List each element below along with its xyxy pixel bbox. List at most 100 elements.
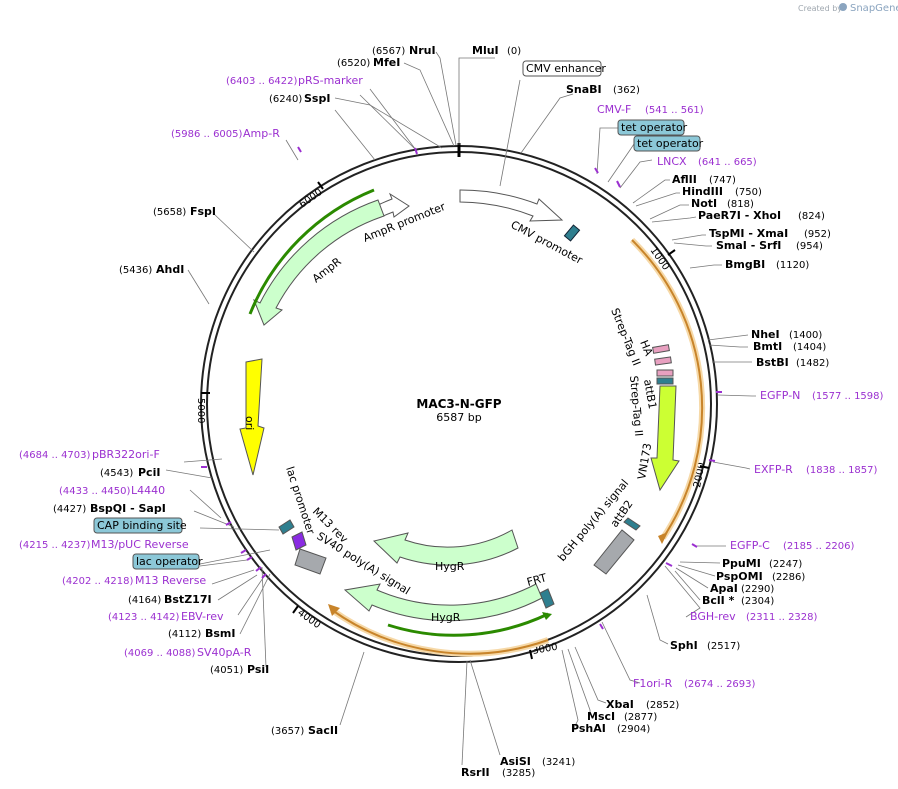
attb1-box — [656, 377, 674, 385]
credit-brand: SnapGene — [850, 3, 898, 14]
enzyme-name: SnaBI — [566, 83, 602, 96]
enzyme-name: ApaI — [710, 582, 738, 595]
primer-name: EXFP-R — [754, 463, 793, 476]
primer-name: F1ori-R — [633, 677, 673, 690]
orf-arrowhead-bottom — [328, 604, 340, 616]
enzyme-pos: (5436) — [119, 265, 152, 276]
primer-range: (5986 .. 6005) — [171, 129, 243, 140]
enzyme-name: MfeI — [373, 56, 400, 69]
lac-operator-label: lac operator — [136, 555, 203, 568]
enzyme-pos: (2877) — [624, 712, 657, 723]
enzyme-pos: (1482) — [796, 358, 829, 369]
strep-tag-label-2: Strep-Tag II — [627, 375, 645, 437]
vn173-label: VN173 — [635, 442, 654, 480]
lac-operator-box — [291, 531, 307, 551]
primer-range: (4433 .. 4450) — [59, 486, 131, 497]
primer-range: (541 .. 561) — [645, 105, 704, 116]
enzyme-pos: (954) — [796, 241, 823, 252]
hygr-label-1: HygR — [435, 560, 465, 573]
enzyme-name: NheI — [751, 328, 780, 341]
primer-range: (641 .. 665) — [698, 157, 757, 168]
enzyme-pos: (750) — [735, 187, 762, 198]
ruler-ticks — [201, 181, 710, 660]
enzyme-name: FspI — [190, 205, 216, 218]
enzyme-name: BmtI — [753, 340, 782, 353]
enzyme-name: TspMI - XmaI — [709, 227, 788, 240]
ori-label: ori — [243, 416, 256, 430]
primer-range: (2311 .. 2328) — [746, 612, 818, 623]
enzyme-name: AhdI — [156, 263, 184, 276]
primer-name: EBV-rev — [181, 610, 224, 623]
enzyme-name: BstBI — [756, 356, 789, 369]
enzyme-pos: (818) — [727, 199, 754, 210]
lac-operator-box-label — [132, 553, 200, 570]
primer-name: SV40pA-R — [197, 646, 252, 659]
enzyme-name: BsmI — [205, 627, 236, 640]
ampr-label: AmpR — [310, 255, 344, 286]
cmv-enhancer-label: CMV enhancer — [526, 62, 606, 75]
cmv-enhancer-box — [522, 60, 602, 77]
frt-box — [539, 588, 555, 609]
primer-range: (2185 .. 2206) — [783, 541, 855, 552]
bgh-box — [593, 529, 635, 575]
ori-arrow — [239, 358, 265, 476]
enzyme-pos: (1404) — [793, 342, 826, 353]
enzyme-pos: (824) — [798, 211, 825, 222]
hygr-orf-arrowhead — [542, 612, 552, 620]
enzyme-name: PpuMI — [722, 557, 761, 570]
enzyme-name: SacII — [308, 724, 338, 737]
enzyme-name: BstZ17I — [164, 593, 212, 606]
enzyme-name: MluI — [472, 44, 499, 57]
enzyme-pos: (3241) — [542, 757, 575, 768]
cmv-promoter-arrow — [459, 189, 564, 222]
primer-name: EGFP-C — [730, 539, 770, 552]
primer-range: (6403 .. 6422) — [226, 76, 298, 87]
enzyme-pos: (362) — [613, 85, 640, 96]
ha-box — [654, 356, 672, 366]
tick-mark-4000 — [292, 605, 299, 614]
connector-lines — [165, 51, 756, 766]
enzyme-name: AsiSI — [500, 755, 531, 768]
primer-range: (2674 .. 2693) — [684, 679, 756, 690]
tick-label-4000: 4000 — [295, 607, 322, 631]
tet-operator-box-1 — [617, 119, 685, 136]
tet-operator-box-2 — [633, 135, 701, 152]
cap-binding-site-label: CAP binding site — [97, 519, 187, 532]
orf-line-bottom — [331, 609, 549, 655]
snapgene-logo-icon — [839, 3, 847, 11]
enzyme-pos: (2286) — [772, 572, 805, 583]
enzyme-name: AflII — [672, 173, 697, 186]
enzyme-name: BmgBI — [725, 258, 765, 271]
enzyme-pos: (2904) — [617, 724, 650, 735]
strep-tag-box — [652, 344, 670, 354]
attb1-label: attB1 — [641, 378, 659, 410]
tick-mark-1000 — [667, 249, 676, 256]
orf-arrowhead — [658, 532, 668, 544]
enzyme-pos: (4051) — [210, 665, 243, 676]
strep-tag-box-2 — [656, 369, 674, 377]
enzyme-name: BspQI - SapI — [90, 502, 166, 515]
tick-label-6000: 6000 — [297, 187, 324, 211]
hygr-label-2: HygR — [431, 611, 461, 624]
primer-range: (4202 .. 4218) — [62, 576, 134, 587]
enzyme-pos: (2517) — [707, 641, 740, 652]
sv40-box — [294, 548, 327, 575]
primer-name: LNCX — [657, 155, 687, 168]
tick-mark-6000 — [317, 181, 324, 190]
enzyme-pos: (1400) — [789, 330, 822, 341]
ha-label: HA — [637, 338, 655, 358]
strep-tag-label: Strep-Tag II — [608, 306, 643, 367]
enzyme-name: PshAI — [571, 722, 606, 735]
enzyme-name: SspI — [304, 92, 330, 105]
enzyme-name: BclI * — [702, 594, 735, 607]
tet-operator-label-1: tet operator — [621, 121, 688, 134]
enzyme-name: PsiI — [247, 663, 269, 676]
primer-name: CMV-F — [597, 103, 631, 116]
hygr-arrow-2 — [343, 583, 543, 622]
enzyme-pos: (747) — [709, 175, 736, 186]
enzyme-pos: (4543) — [100, 468, 133, 479]
primer-name: BGH-rev — [690, 610, 736, 623]
enzyme-pos: (2247) — [769, 559, 802, 570]
enzyme-pos: (2290) — [741, 584, 774, 595]
enzyme-pos: (6520) — [337, 58, 370, 69]
